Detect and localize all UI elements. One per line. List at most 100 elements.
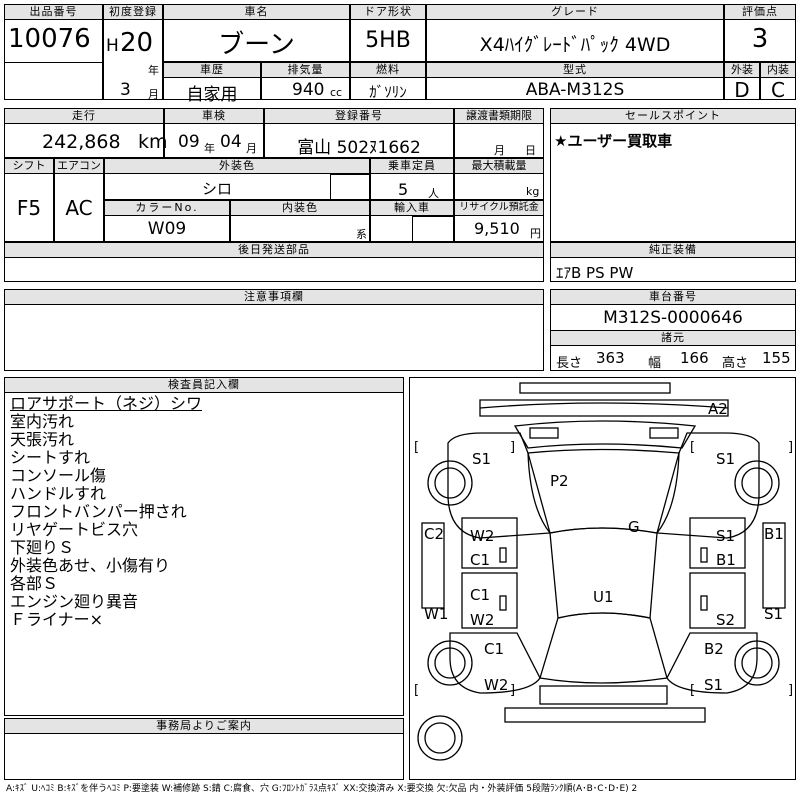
car-outline	[417, 382, 786, 761]
inspector-note: ハンドルすれ	[10, 484, 107, 503]
exterior-color: シロ	[201, 180, 232, 198]
diagram-label: S1	[716, 450, 736, 468]
length: 363	[596, 349, 625, 367]
diagram-label: C2	[424, 525, 445, 543]
interior-grade-label: 内装	[760, 62, 796, 78]
shift-label: シフト	[4, 158, 54, 174]
diagram-label: G	[628, 518, 640, 536]
caution-label: 注意事項欄	[4, 289, 544, 305]
inspector-note: 下廻りＳ	[10, 538, 75, 557]
transfer-deadline-label: 譲渡書類期限	[454, 108, 544, 124]
bracket: [	[414, 440, 420, 455]
interior-color-unit: 系	[356, 228, 367, 241]
bracket: [	[690, 440, 696, 455]
sales-point-text: ★ユーザー買取車	[554, 132, 673, 150]
exterior-grade-label: 外装	[724, 62, 760, 78]
diagram-label: W1	[424, 605, 449, 623]
bracket: [	[690, 683, 696, 698]
bracket: ]	[788, 440, 794, 455]
diagram-label: S1	[704, 676, 724, 694]
diagram-label: A2	[708, 400, 728, 418]
door-label: ドア形状	[350, 4, 426, 20]
inspector-note: 室内汚れ	[10, 412, 75, 431]
model-label: 型式	[426, 62, 724, 78]
color-number-label: カラーNo.	[104, 200, 230, 216]
registration-year: 20	[120, 28, 154, 58]
legend-footer: A:ｷｽﾞ U:ﾍｺﾐ B:ｷｽﾞを伴うﾍｺﾐ P:要塗装 W:補修跡 S:錆 …	[6, 784, 638, 794]
max-load-label: 最大積載量	[454, 158, 544, 174]
grade: X4ﾊｲｸﾞﾚｰﾄﾞﾊﾟｯｸ 4WD	[479, 34, 671, 56]
color-number: W09	[147, 219, 187, 239]
capacity-label: 乗車定員	[370, 158, 454, 174]
color-label: 外装色	[104, 158, 370, 174]
plate-label: 登録番号	[264, 108, 454, 124]
lot-blank-cell	[4, 62, 103, 100]
inspection-label: 車検	[164, 108, 264, 124]
equipment-label: 純正装備	[550, 242, 796, 258]
diagram-label: S1	[472, 450, 492, 468]
bracket: ]	[510, 440, 516, 455]
capacity: 5	[398, 180, 409, 199]
exterior-grade: D	[734, 78, 750, 102]
diagram-label: B1	[764, 525, 784, 543]
inspector-note: 外装色あせ、小傷有り	[10, 556, 171, 575]
inspector-note: ロアサポート（ネジ）シワ	[10, 394, 203, 413]
score: 3	[751, 24, 769, 54]
inspector-note: Ｆライナー×	[10, 610, 104, 629]
inspector-note: 天張汚れ	[10, 430, 75, 449]
inspection-month-unit: 月	[246, 142, 257, 155]
color-sub-cell	[330, 174, 370, 200]
diagram-label: P2	[550, 472, 569, 490]
lot-number-label: 出品番号	[4, 4, 103, 20]
inspection-year: 09	[178, 132, 200, 152]
fuel-label: 燃料	[350, 62, 426, 78]
diagram-label: C1	[470, 551, 491, 569]
interior-grade: C	[771, 78, 785, 102]
diagram-label: C1	[470, 586, 491, 604]
chassis-number: M312S-0000646	[603, 308, 743, 328]
model: ABA-M312S	[525, 80, 625, 100]
displacement: 940	[292, 80, 325, 100]
inspector-note: コンソール傷	[10, 466, 107, 485]
height: 155	[762, 349, 791, 367]
later-parts-label: 後日発送部品	[4, 242, 544, 258]
history: 自家用	[186, 85, 238, 105]
transfer-day-unit: 日	[525, 144, 536, 157]
ac-label: エアコン	[54, 158, 104, 174]
bracket: ]	[788, 683, 794, 698]
import-label: 輸入車	[370, 200, 454, 216]
inspector-note: 各部Ｓ	[10, 574, 59, 593]
diagram-label: W2	[484, 676, 509, 694]
diagram-label: S1	[716, 527, 736, 545]
inspection-year-unit: 年	[204, 142, 215, 155]
recycle-label: リサイクル預託金	[454, 200, 544, 216]
displacement-label: 排気量	[261, 62, 350, 78]
office-label: 事務局よりご案内	[4, 718, 404, 734]
diagram-label: W2	[470, 611, 495, 629]
fuel: ｶﾞｿﾘﾝ	[369, 83, 407, 101]
damage-diagram: A2 S1 S1 P2 G C2 W2 S1 B1 C1 B1 C1 U1 W1…	[409, 377, 796, 780]
sales-point-label: セールスポイント	[550, 108, 796, 124]
diagram-label: S2	[716, 611, 736, 629]
recycle-unit: 円	[530, 227, 541, 240]
mileage-unit: km	[138, 131, 168, 153]
car-name: ブーン	[218, 30, 295, 60]
import-sub-cell	[412, 216, 454, 242]
month-unit: 月	[148, 88, 159, 101]
diagram-label: C1	[484, 640, 505, 658]
displacement-unit: cc	[330, 86, 343, 99]
history-label: 車歴	[163, 62, 261, 78]
lot-number: 10076	[8, 24, 91, 54]
inspector-note: エンジン廻り異音	[10, 592, 139, 611]
inspector-note: シートすれ	[10, 448, 91, 467]
transfer-month-unit: 月	[494, 144, 505, 157]
car-name-label: 車名	[163, 4, 350, 20]
capacity-unit: 人	[428, 187, 439, 200]
ac: AC	[65, 196, 93, 220]
chassis-label: 車台番号	[550, 289, 796, 305]
recycle-deposit: 9,510	[474, 219, 520, 238]
year-unit: 年	[148, 64, 159, 77]
grade-label: グレード	[426, 4, 724, 20]
mileage-label: 走行	[4, 108, 164, 124]
plate-number: 富山 502ﾇ1662	[297, 138, 421, 158]
